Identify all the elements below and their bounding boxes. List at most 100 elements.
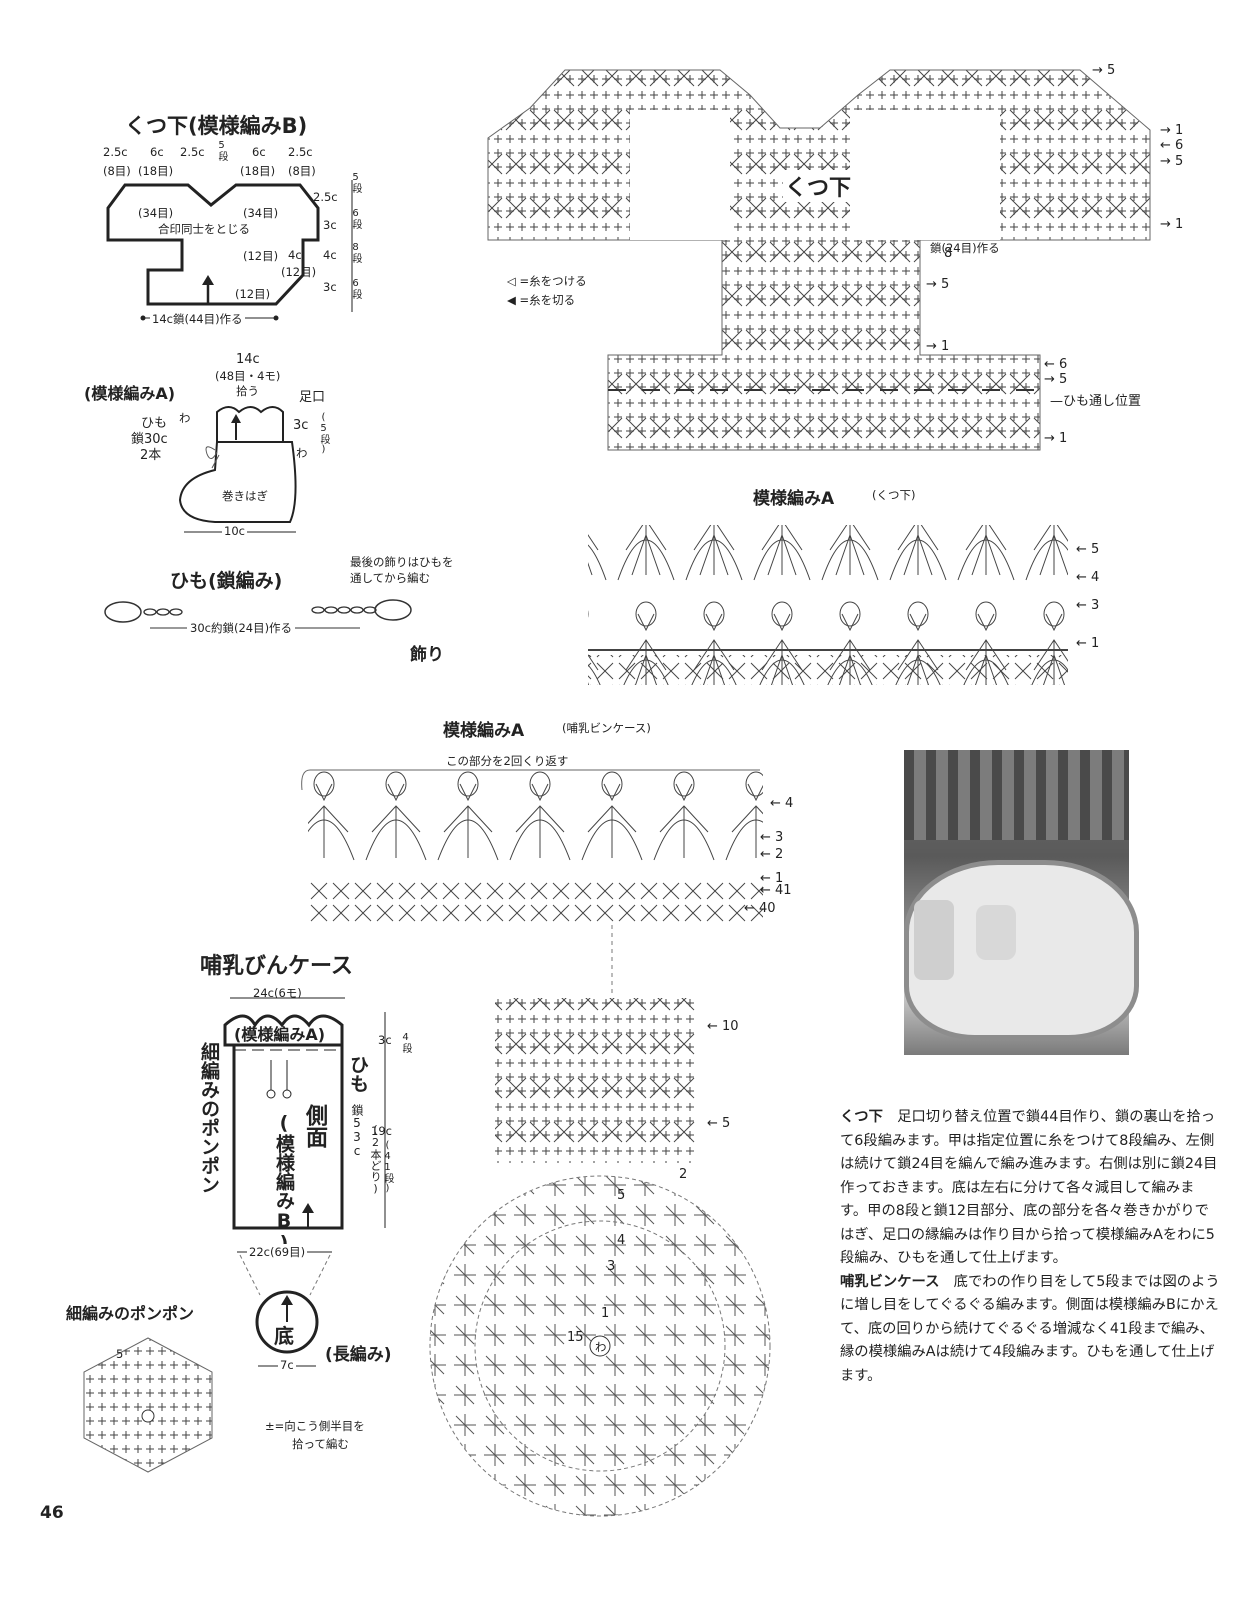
- top-stitch-1: (8目): [103, 164, 131, 178]
- top-width-5: 2.5c: [288, 145, 313, 159]
- boot-bottom-width: 10c: [222, 524, 247, 538]
- pa-sock-row-4: ← 4: [1076, 570, 1100, 585]
- desc-sock-text: 足口切り替え位置で鎖44目作り、鎖の裏山を拾って6段編みます。甲は指定位置に糸を…: [840, 1109, 1218, 1266]
- case-side-pattern: (模様編みB): [273, 1112, 295, 1254]
- side-width-2: 3c: [323, 218, 337, 232]
- boot-seam: 巻きはぎ: [222, 489, 268, 503]
- pa-sock-row-3: ← 3: [1076, 598, 1100, 613]
- product-photo: [904, 750, 1139, 1055]
- pattern-a-sock-title: 模様編みA: [753, 489, 835, 509]
- case-cord-label: ひも: [347, 1055, 369, 1093]
- case-row-10: ← 10: [707, 1019, 739, 1034]
- sock-chart-title: くつ下: [783, 170, 854, 202]
- inner-right-stitches: (34目): [243, 206, 279, 220]
- cord-note-1: 最後の飾りはひもを: [350, 555, 454, 569]
- top-stitch-3: 5段: [216, 140, 227, 161]
- photo-bottle-case: [914, 900, 954, 980]
- top-stitch-4: (18目): [240, 164, 276, 178]
- base-center-ring: わ: [595, 1340, 607, 1354]
- boot-ring-2: わ: [296, 446, 308, 460]
- inner-left-stitches: (34目): [138, 206, 174, 220]
- case-height: 19c: [371, 1124, 392, 1138]
- boot-top-stitches: (48目・4モ): [215, 369, 281, 383]
- sock-schematic-title: くつ下(模様編みB): [125, 114, 308, 138]
- boot-cord: ひも: [141, 416, 168, 431]
- side-rows-3: 8段: [350, 242, 361, 263]
- page-number: 46: [40, 1503, 64, 1523]
- top-stitch-2: (18目): [138, 164, 174, 178]
- top-width-4: 6c: [252, 145, 266, 159]
- desc-case-text: 底でわの作り目をして5段までは図のように増し目をしてぐるぐる編みます。側面は模様…: [840, 1273, 1220, 1384]
- pa-case-row-3: ← 3: [760, 830, 784, 845]
- case-title: 哺乳びんケース: [200, 954, 353, 979]
- boot-height-rows: (5段): [318, 412, 329, 455]
- top-stitch-5: (8目): [288, 164, 316, 178]
- pa-case-row-4: ← 4: [770, 796, 794, 811]
- sock-row-r-1b: → 1: [1160, 217, 1184, 232]
- pa-sock-row-5: ← 5: [1076, 542, 1100, 557]
- case-top-width: 24c(6モ): [253, 986, 302, 1000]
- case-row-15: 15: [567, 1330, 584, 1345]
- sock-row-r-5: → 5: [1160, 154, 1184, 169]
- boot-pickup: 拾う: [236, 384, 259, 398]
- legend-attach: ◁ =糸をつける: [507, 274, 587, 288]
- join-note: 合印同士をとじる: [158, 222, 250, 236]
- sock-row-r-1: → 1: [1160, 123, 1184, 138]
- side-rows-4: 6段: [350, 278, 361, 299]
- repeat-note: この部分を2回くり返す: [442, 753, 573, 769]
- desc-case-head: 哺乳ビンケース: [840, 1273, 940, 1290]
- sock-row-mid-5: → 5: [926, 277, 950, 292]
- top-width-2: 6c: [150, 145, 164, 159]
- bottom-chain-label: 14c鎖(44目)作る: [150, 311, 245, 327]
- inner-12b-stitches: (12目): [281, 265, 317, 279]
- case-row-3: 3: [607, 1259, 616, 1274]
- pa-sock-row-1: ← 1: [1076, 636, 1100, 651]
- sock-row-mid-8: 8: [944, 246, 953, 261]
- inner-4c: 4c: [288, 248, 302, 262]
- pa-case-row-1: ← 1: [760, 871, 784, 886]
- sock-row-top-5: → 5: [1092, 63, 1116, 78]
- pompom-note-2: 拾って編む: [292, 1437, 349, 1451]
- case-band-rows: 4段: [400, 1032, 411, 1053]
- boot-cuff-label: 足口: [299, 390, 326, 405]
- pompom-title: 細編みのポンポン: [66, 1304, 195, 1323]
- boot-cord-count: 2本: [140, 448, 162, 463]
- pompom-row-5: 5: [116, 1347, 124, 1361]
- case-cord-detail: 鎖53c: [350, 1104, 364, 1158]
- case-row-5: ← 5: [707, 1116, 731, 1131]
- boot-height: 3c: [293, 418, 309, 433]
- boot-top-width: 14c: [236, 352, 260, 367]
- cord-position-label: —ひも通し位置: [1050, 394, 1142, 409]
- case-bottom-width: 22c(69目): [247, 1244, 308, 1260]
- pattern-a-case-title: 模様編みA: [443, 721, 525, 741]
- description-block: くつ下 足口切り替え位置で鎖44目作り、鎖の裏山を拾って6段編みます。甲は指定位…: [840, 1106, 1220, 1388]
- cord-note-2: 通してから編む: [350, 571, 431, 585]
- sock-row-mid-1: → 1: [926, 339, 950, 354]
- case-height-rows: (41段): [382, 1140, 393, 1194]
- case-band-height: 3c: [378, 1033, 392, 1047]
- case-cord-detail-2: (2本どり): [369, 1123, 382, 1195]
- inner-12-stitches: (12目): [243, 249, 279, 263]
- sock-row-b-6: ← 6: [1044, 357, 1068, 372]
- case-base-label: 底: [274, 1324, 294, 1348]
- sock-row-r-6: ← 6: [1160, 138, 1184, 153]
- pa-case-row-41: ← 41: [760, 883, 792, 898]
- sock-row-b-5: → 5: [1044, 372, 1068, 387]
- side-width-1: 2.5c: [313, 190, 338, 204]
- case-pompom-label: 細編みのポンポン: [198, 1042, 220, 1194]
- pa-case-row-2: ← 2: [760, 847, 784, 862]
- pattern-a-sock-subtitle: (くつ下): [872, 488, 916, 502]
- case-row-2: 2: [679, 1167, 688, 1182]
- side-rows-1: 5段: [350, 172, 361, 193]
- pa-case-row-40: ← 40: [744, 901, 776, 916]
- pattern-a-case-subtitle: (哺乳ビンケース): [562, 721, 651, 735]
- photo-background-fabric: [904, 750, 1129, 840]
- top-width-1: 2.5c: [103, 145, 128, 159]
- case-base-dia: 7c: [278, 1358, 296, 1372]
- boot-ring: わ: [179, 411, 191, 425]
- photo-sock: [976, 905, 1016, 960]
- pompom-note-1: ±=向こう側半目を: [265, 1419, 365, 1433]
- case-row-5b: 5: [617, 1188, 626, 1203]
- boot-cord-length: 鎖30c: [131, 432, 168, 447]
- chain-label: 鎖(24目)作る: [930, 241, 1000, 255]
